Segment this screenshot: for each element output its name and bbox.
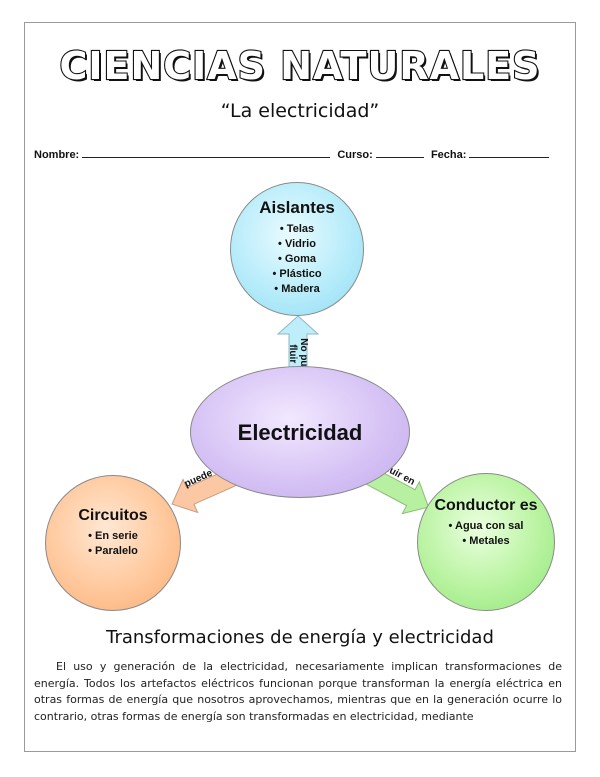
- circuitos-node: Circuitos En serie Paralelo: [45, 475, 181, 611]
- electricidad-title: Electricidad: [237, 420, 363, 445]
- list-item: En serie: [46, 529, 180, 544]
- section-title: Transformaciones de energía y electricid…: [106, 627, 494, 648]
- worksheet-title: CIENCIAS NATURALES: [58, 43, 541, 89]
- list-item: Agua con sal: [418, 519, 554, 534]
- aislantes-node: Aislantes Telas Vidrio Goma Plástico Mad…: [230, 182, 364, 316]
- aislantes-list: Telas Vidrio Goma Plástico Madera: [231, 222, 363, 297]
- circuitos-list: En serie Paralelo: [46, 529, 180, 559]
- list-item: Madera: [231, 282, 363, 297]
- list-item: Telas: [231, 222, 363, 237]
- section-paragraph: El uso y generación de la electricidad, …: [34, 660, 562, 723]
- conductores-title: Conductor es: [434, 497, 538, 514]
- page-border: [24, 22, 576, 752]
- date-field[interactable]: [469, 147, 550, 158]
- course-label: Curso:: [337, 149, 373, 161]
- circuitos-title: Circuitos: [78, 507, 148, 524]
- list-item: Vidrio: [231, 237, 363, 252]
- conductores-list: Agua con sal Metales: [418, 519, 554, 549]
- student-info-line: Nombre: Curso: Fecha:: [34, 147, 553, 161]
- list-item: Plástico: [231, 267, 363, 282]
- electricidad-node: Electricidad: [190, 366, 410, 498]
- aislantes-title: Aislantes: [259, 198, 335, 217]
- course-field[interactable]: [375, 147, 424, 158]
- list-item: Goma: [231, 252, 363, 267]
- list-item: Paralelo: [46, 544, 180, 559]
- date-label: Fecha:: [430, 149, 467, 161]
- list-item: Metales: [418, 534, 554, 549]
- name-field[interactable]: [82, 147, 331, 158]
- worksheet-subtitle: “La electricidad”: [220, 100, 380, 122]
- name-label: Nombre:: [34, 149, 80, 161]
- conductores-node: Conductor es Agua con sal Metales: [417, 473, 555, 611]
